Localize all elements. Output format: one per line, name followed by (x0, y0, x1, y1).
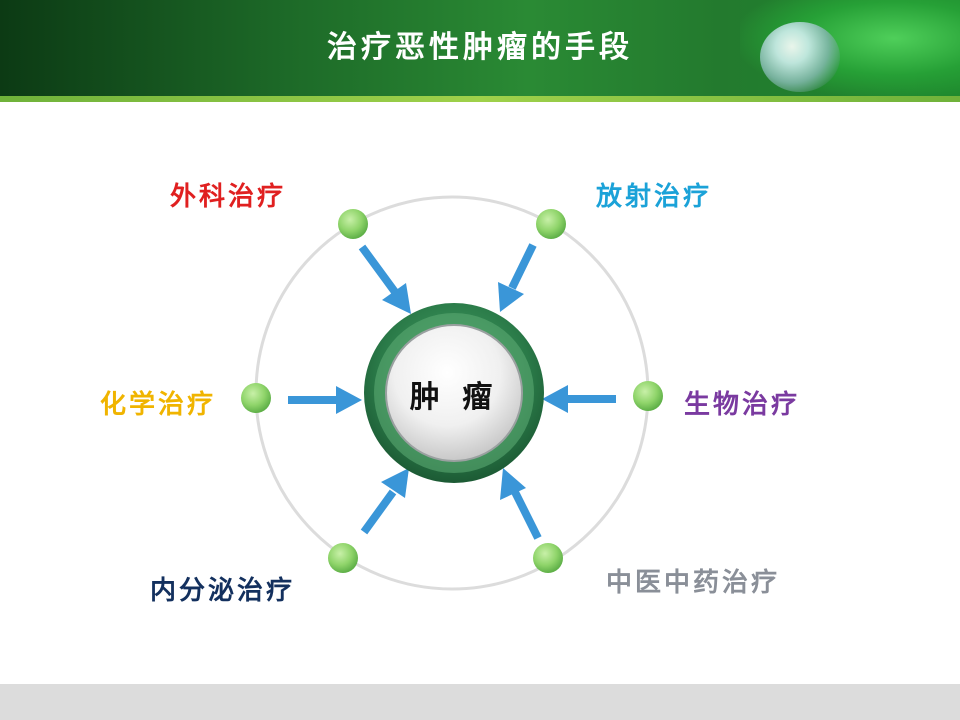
tumor-center-node (364, 303, 544, 483)
label-chemotherapy: 化学治疗 (100, 390, 217, 420)
arrow-endocrine (360, 468, 409, 535)
water-drop-image (760, 22, 840, 92)
label-tcm: 中医中药治疗 (606, 568, 781, 598)
tumor-label: 肿 瘤 (409, 380, 499, 415)
slide-title: 治疗恶性肿瘤的手段 (327, 30, 633, 65)
arrow-radiation (498, 243, 537, 312)
label-radiation: 放射治疗 (596, 182, 713, 212)
slide-header (0, 0, 960, 96)
label-biotherapy: 生物治疗 (684, 390, 801, 420)
header-accent-band (0, 96, 960, 102)
node-biotherapy (633, 381, 663, 411)
slide-footer-band (0, 684, 960, 720)
node-surgery (338, 209, 368, 239)
label-surgery: 外科治疗 (170, 182, 287, 212)
node-tcm (533, 543, 563, 573)
arrow-chemotherapy (288, 386, 362, 414)
arrow-tcm (500, 468, 542, 540)
node-chemotherapy (241, 383, 271, 413)
arrow-surgery (358, 244, 411, 314)
node-endocrine (328, 543, 358, 573)
arrow-biotherapy (542, 385, 616, 413)
node-radiation (536, 209, 566, 239)
label-endocrine: 内分泌治疗 (150, 576, 296, 606)
